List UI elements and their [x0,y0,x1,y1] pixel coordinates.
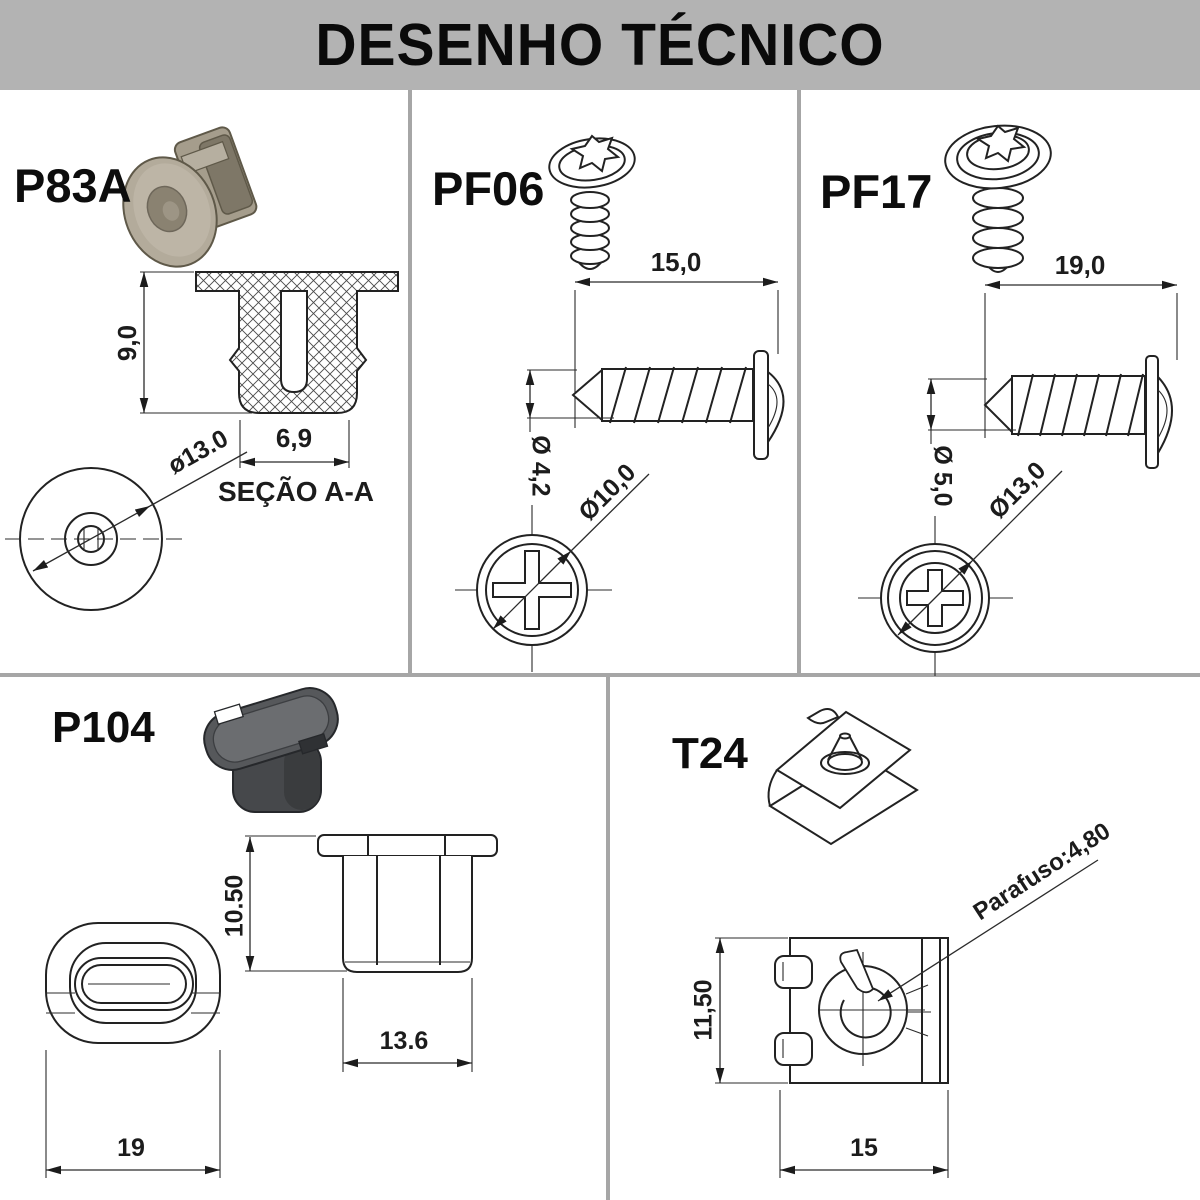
part-label-pf06: PF06 [432,162,545,215]
t24-height-value: 11,50 [690,979,718,1040]
p104-height-value: 10.50 [221,875,249,938]
p83a-inner-width-value: 6,9 [276,423,312,453]
pf17-side-view [983,355,1173,469]
divider-bottom [606,677,610,1200]
p83a-section-view [195,271,399,414]
divider-horizontal [0,673,1200,677]
title-bar: DESENHO TÉCNICO [0,0,1200,90]
p104-dim-body-width: 13.6 [342,978,473,1072]
p104-3d-render [203,687,339,813]
pf06-dim-shank: Ø 4,2 [525,369,614,497]
p83a-section-label: SEÇÃO A-A [218,476,374,507]
pf17-dim-length: 19,0 [984,250,1178,438]
pf17-3d-render [944,124,1052,273]
pf17-shank-diameter-value: Ø 5,0 [928,445,956,506]
pf06-side-view [571,350,785,460]
p104-dim-height: 10.50 [221,835,347,972]
pf17-dim-shank: Ø 5,0 [926,378,1016,507]
p83a-dim-height: 9,0 [112,271,252,414]
p104-dim-overall-width: 19 [45,1050,221,1178]
pf17-head-top-view: Ø13,0 [858,456,1063,676]
p104-overall-width-value: 19 [117,1134,145,1162]
pf06-length-value: 15,0 [651,247,702,277]
pf17-length-value: 19,0 [1055,250,1106,280]
t24-width-value: 15 [850,1134,878,1162]
p104-body-width-value: 13.6 [380,1027,429,1055]
part-label-t24: T24 [672,729,748,778]
p83a-dim-inner-width: 6,9 [239,420,350,468]
p83a-top-view: ø13.0 [5,424,248,611]
t24-top-view: Parafuso:4,80 [774,818,1116,1084]
pf17-head-diameter-value: Ø13,0 [983,456,1051,524]
p104-side-view [317,834,498,973]
part-label-p104: P104 [52,703,155,752]
pf06-shank-diameter-value: Ø 4,2 [526,435,554,496]
t24-dim-width: 15 [779,1090,949,1178]
pf06-dim-length: 15,0 [574,247,779,428]
t24-screw-note-value: Parafuso:4,80 [969,818,1116,926]
pf06-3d-render [548,134,636,270]
p83a-3d-render [122,126,258,268]
divider-top-left [408,90,412,675]
p104-front-view [45,922,221,1044]
p83a-height-value: 9,0 [112,325,142,361]
part-label-p83a: P83A [14,159,132,212]
t24-3d-render [767,708,919,846]
t24-dim-height: 11,50 [690,937,788,1084]
page-title: DESENHO TÉCNICO [315,11,885,79]
part-label-pf17: PF17 [820,165,933,218]
p83a-flange-diameter-value: ø13.0 [163,424,232,479]
divider-top-right [797,90,801,675]
